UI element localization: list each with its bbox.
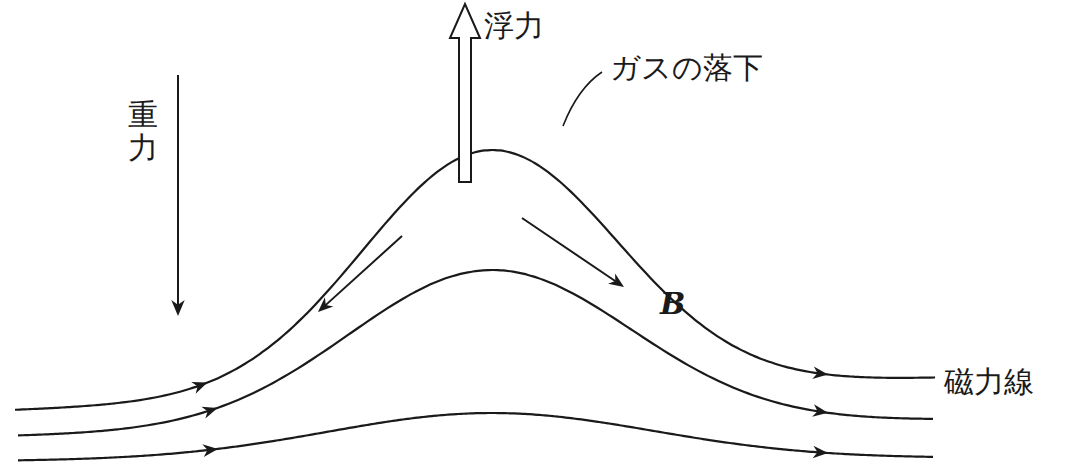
- gravity-arrowhead: [171, 300, 184, 316]
- force-label: 重力: [128, 98, 158, 164]
- field-line: [18, 413, 933, 460]
- field-arrowhead: [202, 444, 218, 457]
- field-arrowhead: [813, 446, 828, 459]
- callout-label: ガスの落下: [610, 50, 763, 86]
- field-arrowhead: [201, 407, 217, 419]
- gravity-arrow: [177, 75, 179, 306]
- vector-symbol: B: [660, 286, 685, 322]
- force-label: 浮力: [484, 8, 544, 44]
- gas-flow-arrow: [324, 236, 402, 307]
- field-line-label: 磁力線: [944, 364, 1034, 400]
- field-line: [15, 150, 935, 410]
- gas-flow-arrow-head: [608, 273, 624, 287]
- field-arrowhead: [812, 366, 828, 378]
- field-arrowhead: [812, 404, 828, 416]
- gas-flow-arrow: [522, 218, 617, 283]
- field-line: [18, 270, 933, 435]
- field-arrowhead: [191, 382, 207, 394]
- buoyancy-arrow: [450, 4, 480, 182]
- leader-line: [563, 72, 602, 126]
- gas-flow-arrow-head: [318, 297, 333, 312]
